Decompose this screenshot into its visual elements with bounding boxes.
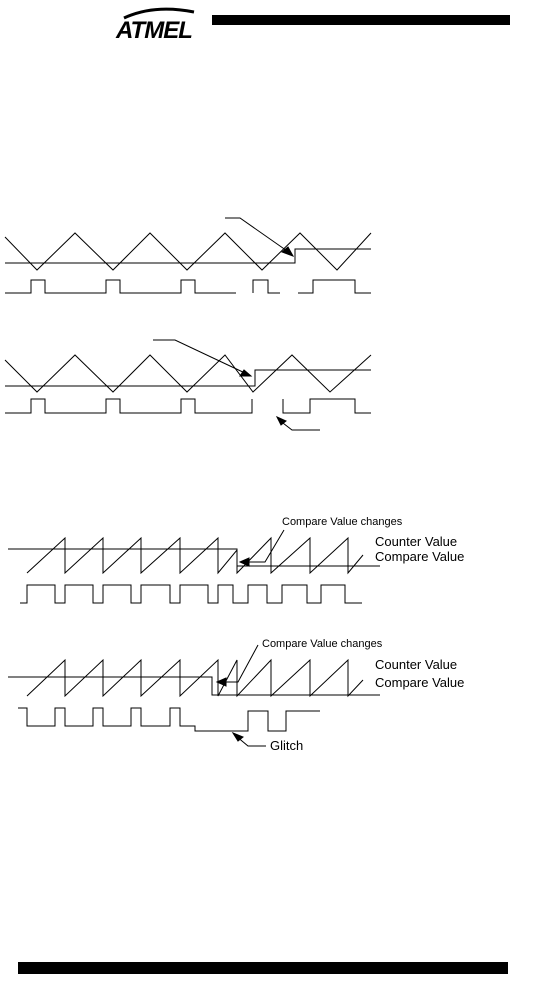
- fp2-arrowhead: [215, 677, 227, 687]
- header-bar: [212, 15, 510, 25]
- pc2-output-signal-2: [282, 398, 371, 414]
- pc1-compare-level: [5, 248, 371, 264]
- fp2-annotation: Compare Value changes: [262, 638, 383, 650]
- pc-figure-2: [4, 339, 372, 431]
- fp1-arrowhead: [238, 557, 250, 567]
- fast-pwm-figure-1: [8, 529, 380, 604]
- fp1-compare-level: [8, 548, 380, 567]
- pc2-arrow-line: [153, 339, 248, 375]
- fp2-glitch-arrowhead: [231, 731, 244, 742]
- fp1-sawtooth-wave: [26, 536, 364, 575]
- pc2-triangle-wave: [4, 354, 372, 393]
- pc2-compare-level: [5, 369, 371, 387]
- svg-text:ATMEL: ATMEL: [115, 17, 192, 42]
- fp1-counter-label: Counter Value: [375, 534, 457, 549]
- pc-figure-1: [4, 217, 372, 294]
- pc2-glitch-arrowhead: [275, 415, 287, 426]
- fp1-output-signal: [20, 584, 362, 604]
- fp1-annotation: Compare Value changes: [282, 516, 403, 528]
- pc1-output-signal-3: [298, 279, 371, 294]
- fp2-sawtooth-wave: [26, 658, 364, 698]
- pc1-triangle-wave: [4, 232, 372, 271]
- pc1-output-signal-2: [252, 279, 280, 294]
- atmel-logo: ATMEL: [114, 4, 200, 44]
- fp1-arrow-line: [245, 529, 285, 563]
- fp2-compare-level: [8, 676, 380, 696]
- fp2-output-signal: [18, 707, 320, 732]
- fp1-compare-label: Compare Value: [375, 549, 464, 564]
- pc2-output-signal: [5, 398, 253, 414]
- pc2-arrowhead: [239, 369, 253, 377]
- fp2-counter-label: Counter Value: [375, 657, 457, 672]
- fp2-arrow-line: [222, 644, 259, 683]
- fp2-compare-label: Compare Value: [375, 675, 464, 690]
- pc1-arrowhead: [281, 246, 295, 257]
- fast-pwm-figure-2: [8, 644, 380, 747]
- atmel-logo-icon: ATMEL: [115, 7, 195, 44]
- pc1-arrow-line: [225, 217, 291, 254]
- footer-bar: [18, 962, 508, 974]
- fp2-glitch-label: Glitch: [270, 738, 303, 753]
- pc1-output-signal: [5, 279, 236, 294]
